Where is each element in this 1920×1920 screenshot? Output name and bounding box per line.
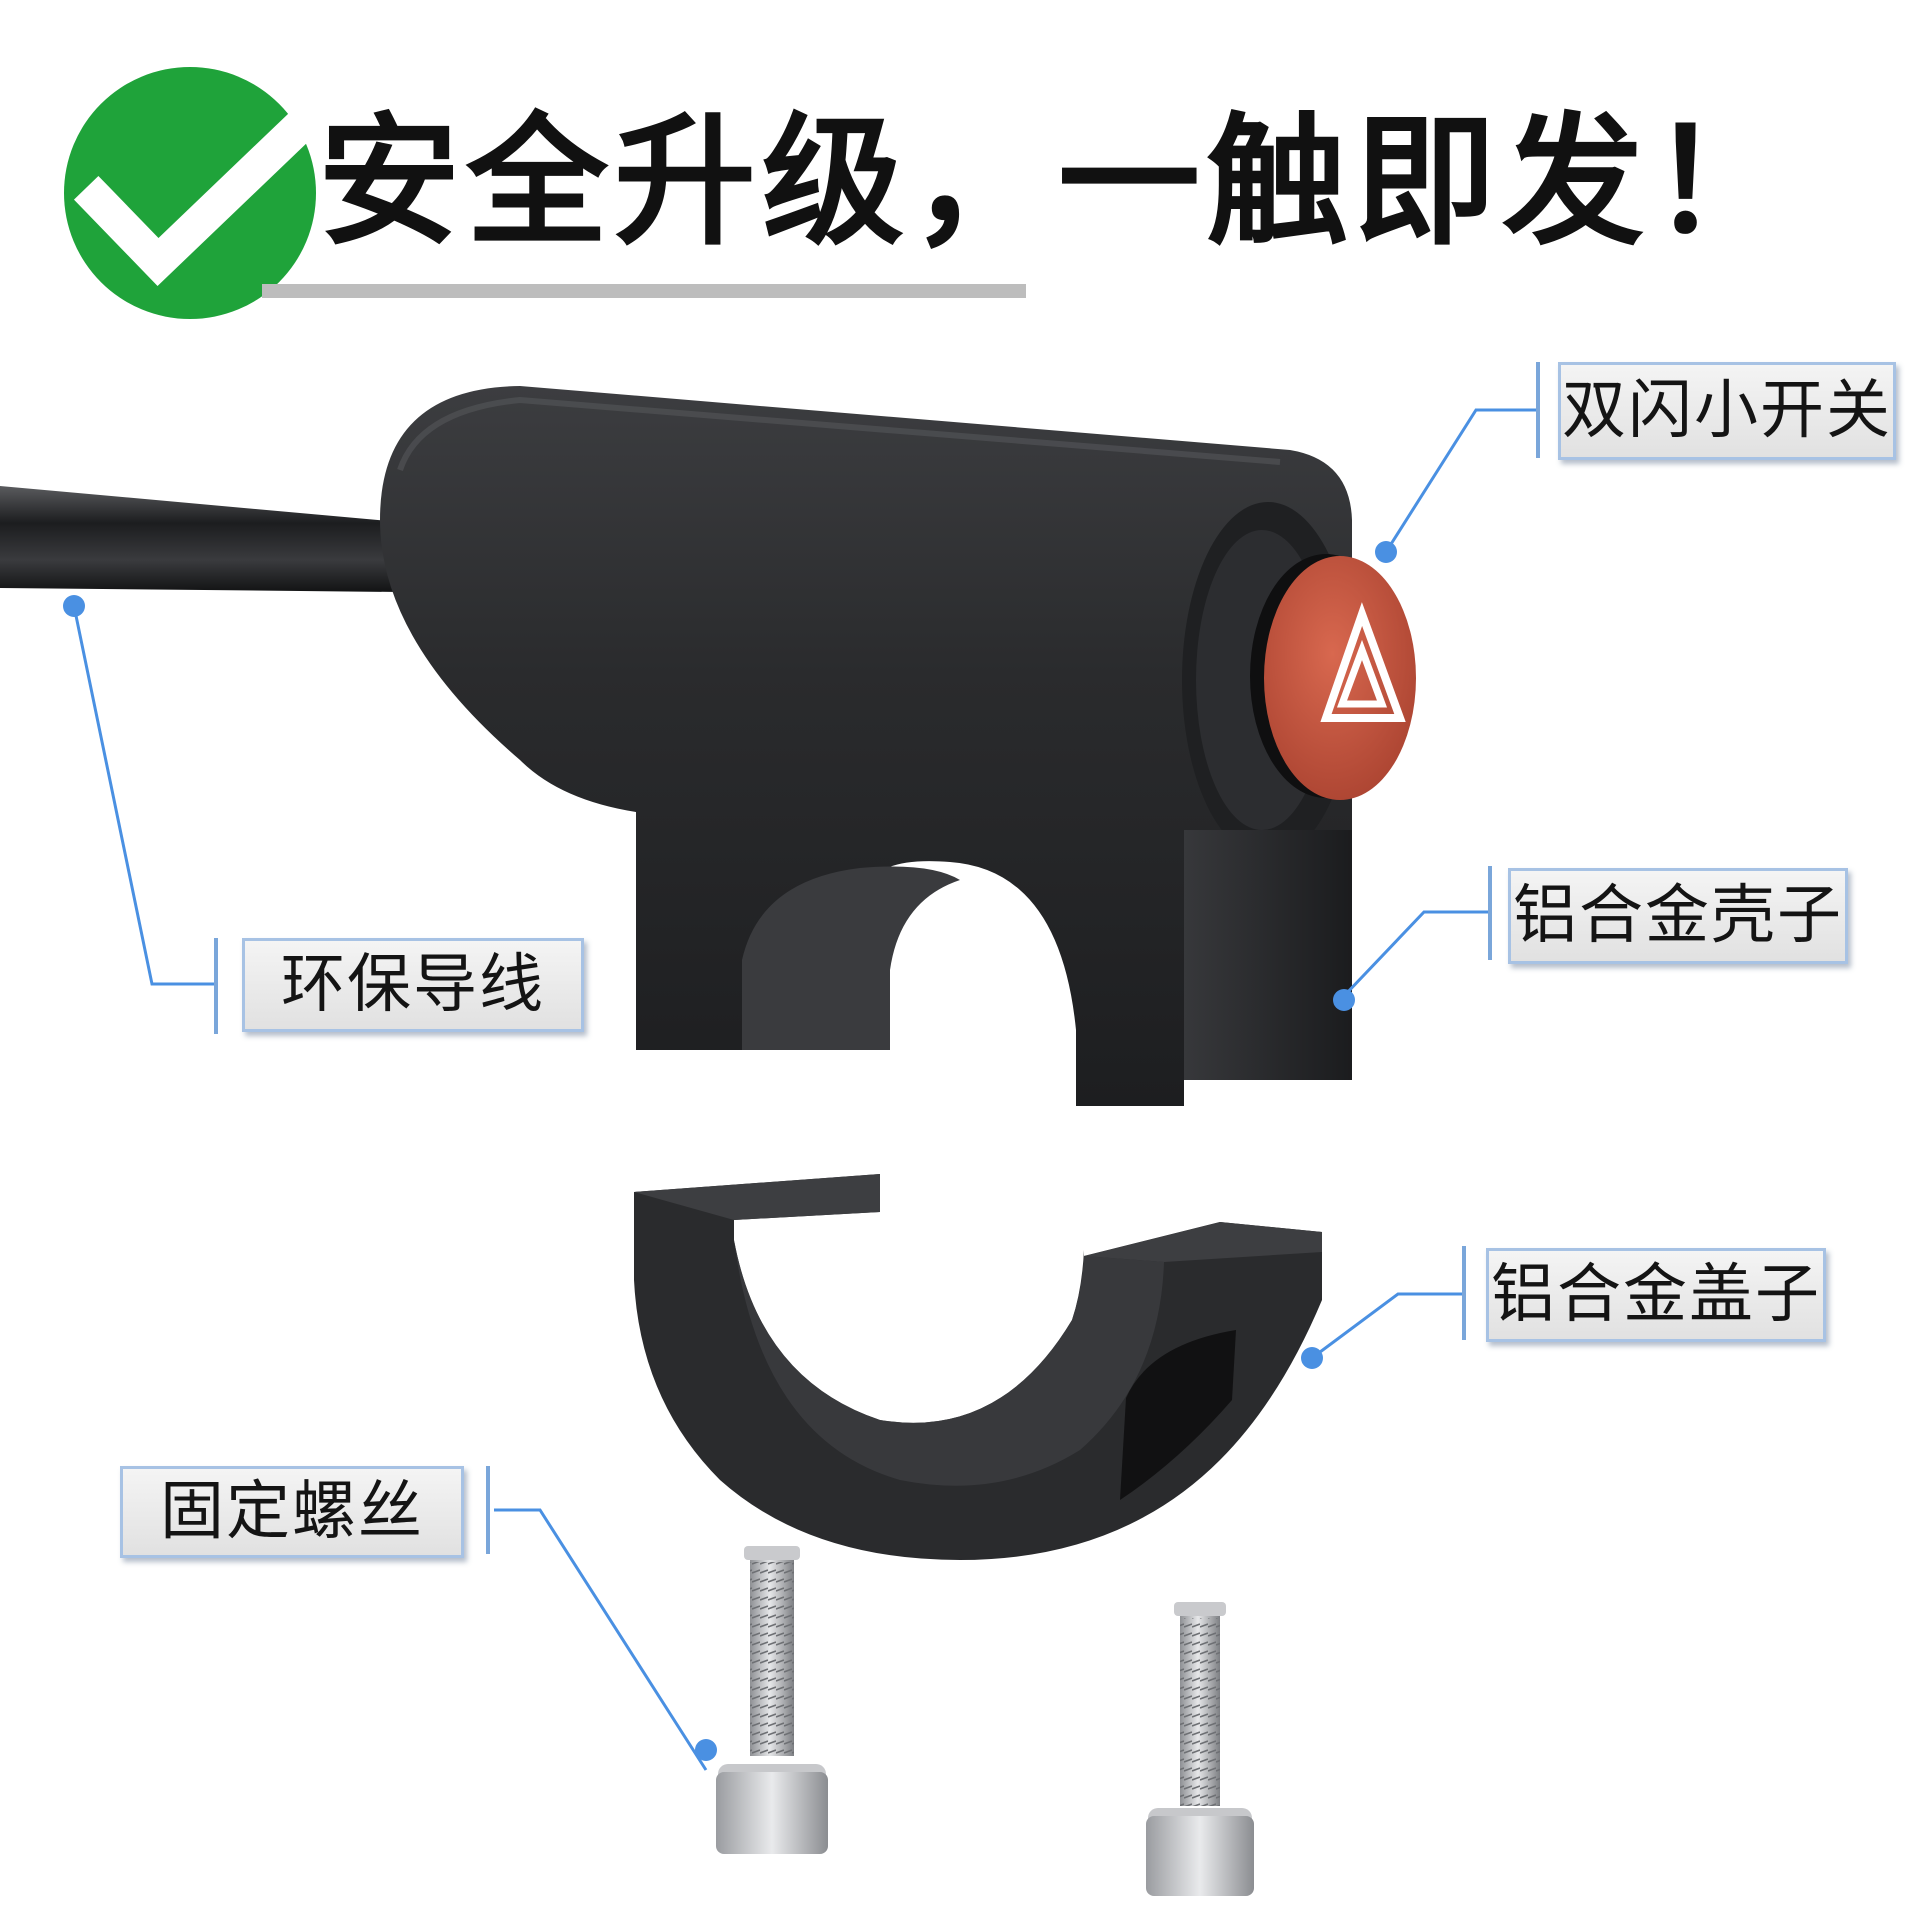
label-screws: 固定螺丝	[120, 1466, 464, 1558]
callout-dots	[63, 541, 1397, 1761]
callout-tick-switch	[1536, 362, 1540, 458]
hazard-triangle-icon	[1320, 602, 1406, 722]
callout-lines	[72, 408, 1536, 1771]
label-cover: 铝合金盖子	[1486, 1248, 1826, 1342]
label-wire: 环保导线	[242, 938, 584, 1032]
clamp-cover	[634, 1174, 1322, 1560]
screw-left	[716, 1546, 828, 1854]
label-switch: 双闪小开关	[1558, 362, 1896, 460]
headline: 安全升级，一触即发！	[318, 100, 1798, 265]
callout-tick-cover	[1462, 1246, 1466, 1340]
callout-tick-wire	[214, 938, 218, 1034]
hazard-button	[1250, 554, 1416, 800]
label-housing: 铝合金壳子	[1508, 868, 1848, 964]
screw-right	[1146, 1602, 1254, 1896]
callout-tick-housing	[1488, 866, 1492, 960]
check-badge	[64, 67, 325, 319]
cable	[0, 486, 400, 592]
headline-underline	[262, 284, 1026, 298]
callout-tick-screws	[486, 1466, 490, 1554]
check-icon	[73, 101, 325, 286]
